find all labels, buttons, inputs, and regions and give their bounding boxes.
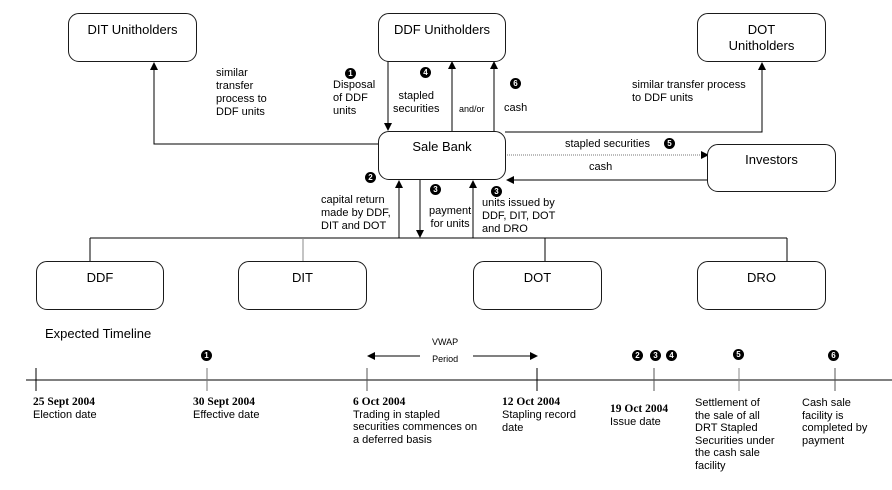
dot-unitholders-label-line2: Unitholders bbox=[728, 38, 795, 53]
and-or-label: and/or bbox=[459, 104, 485, 114]
ddf-label: DDF bbox=[86, 270, 114, 285]
dit-label: DIT bbox=[292, 270, 313, 285]
dot-unitholders-box: DOT Unitholders bbox=[697, 13, 826, 62]
ddf-unitholders-box: DDF Unitholders bbox=[378, 13, 506, 62]
step-marker-6: 6 bbox=[510, 78, 521, 89]
step-marker-3a: 3 bbox=[430, 184, 441, 195]
dit-box: DIT bbox=[238, 261, 367, 310]
dro-box: DRO bbox=[697, 261, 826, 310]
dot-unitholders-label-line1: DOT bbox=[747, 22, 776, 37]
sale-bank-box: Sale Bank bbox=[378, 131, 506, 180]
timeline-marker-6: 6 bbox=[828, 350, 839, 361]
timeline-marker-1: 1 bbox=[201, 350, 212, 361]
ddf-box: DDF bbox=[36, 261, 164, 310]
cash-up-label: cash bbox=[504, 102, 528, 114]
dit-unitholders-label: DIT Unitholders bbox=[87, 22, 178, 37]
step-marker-4: 4 bbox=[420, 67, 431, 78]
ddf-unitholders-label: DDF Unitholders bbox=[393, 22, 491, 37]
investors-label: Investors bbox=[745, 152, 798, 167]
timeline-marker-3: 3 bbox=[650, 350, 661, 361]
investors-box: Investors bbox=[707, 144, 836, 192]
sale-bank-label: Sale Bank bbox=[412, 139, 472, 154]
step-marker-1: 1 bbox=[345, 68, 356, 79]
timeline-title: Expected Timeline bbox=[45, 326, 152, 341]
dro-label: DRO bbox=[747, 270, 776, 285]
timeline-marker-4: 4 bbox=[666, 350, 677, 361]
arrow-to-dit-unitholders bbox=[150, 62, 378, 145]
timeline-marker-2: 2 bbox=[632, 350, 643, 361]
step-marker-2: 2 bbox=[365, 172, 376, 183]
timeline-marker-5: 5 bbox=[733, 349, 744, 360]
dit-unitholders-box: DIT Unitholders bbox=[68, 13, 197, 62]
step-marker-5: 5 bbox=[664, 138, 675, 149]
cash-from-investors-label: cash bbox=[589, 161, 613, 173]
stapled-to-investors-label: stapled securities bbox=[565, 138, 650, 150]
dot-label: DOT bbox=[523, 270, 552, 285]
step-marker-3b: 3 bbox=[491, 186, 502, 197]
arrow-to-dot-unitholders bbox=[505, 62, 766, 133]
dot-box: DOT bbox=[473, 261, 602, 310]
